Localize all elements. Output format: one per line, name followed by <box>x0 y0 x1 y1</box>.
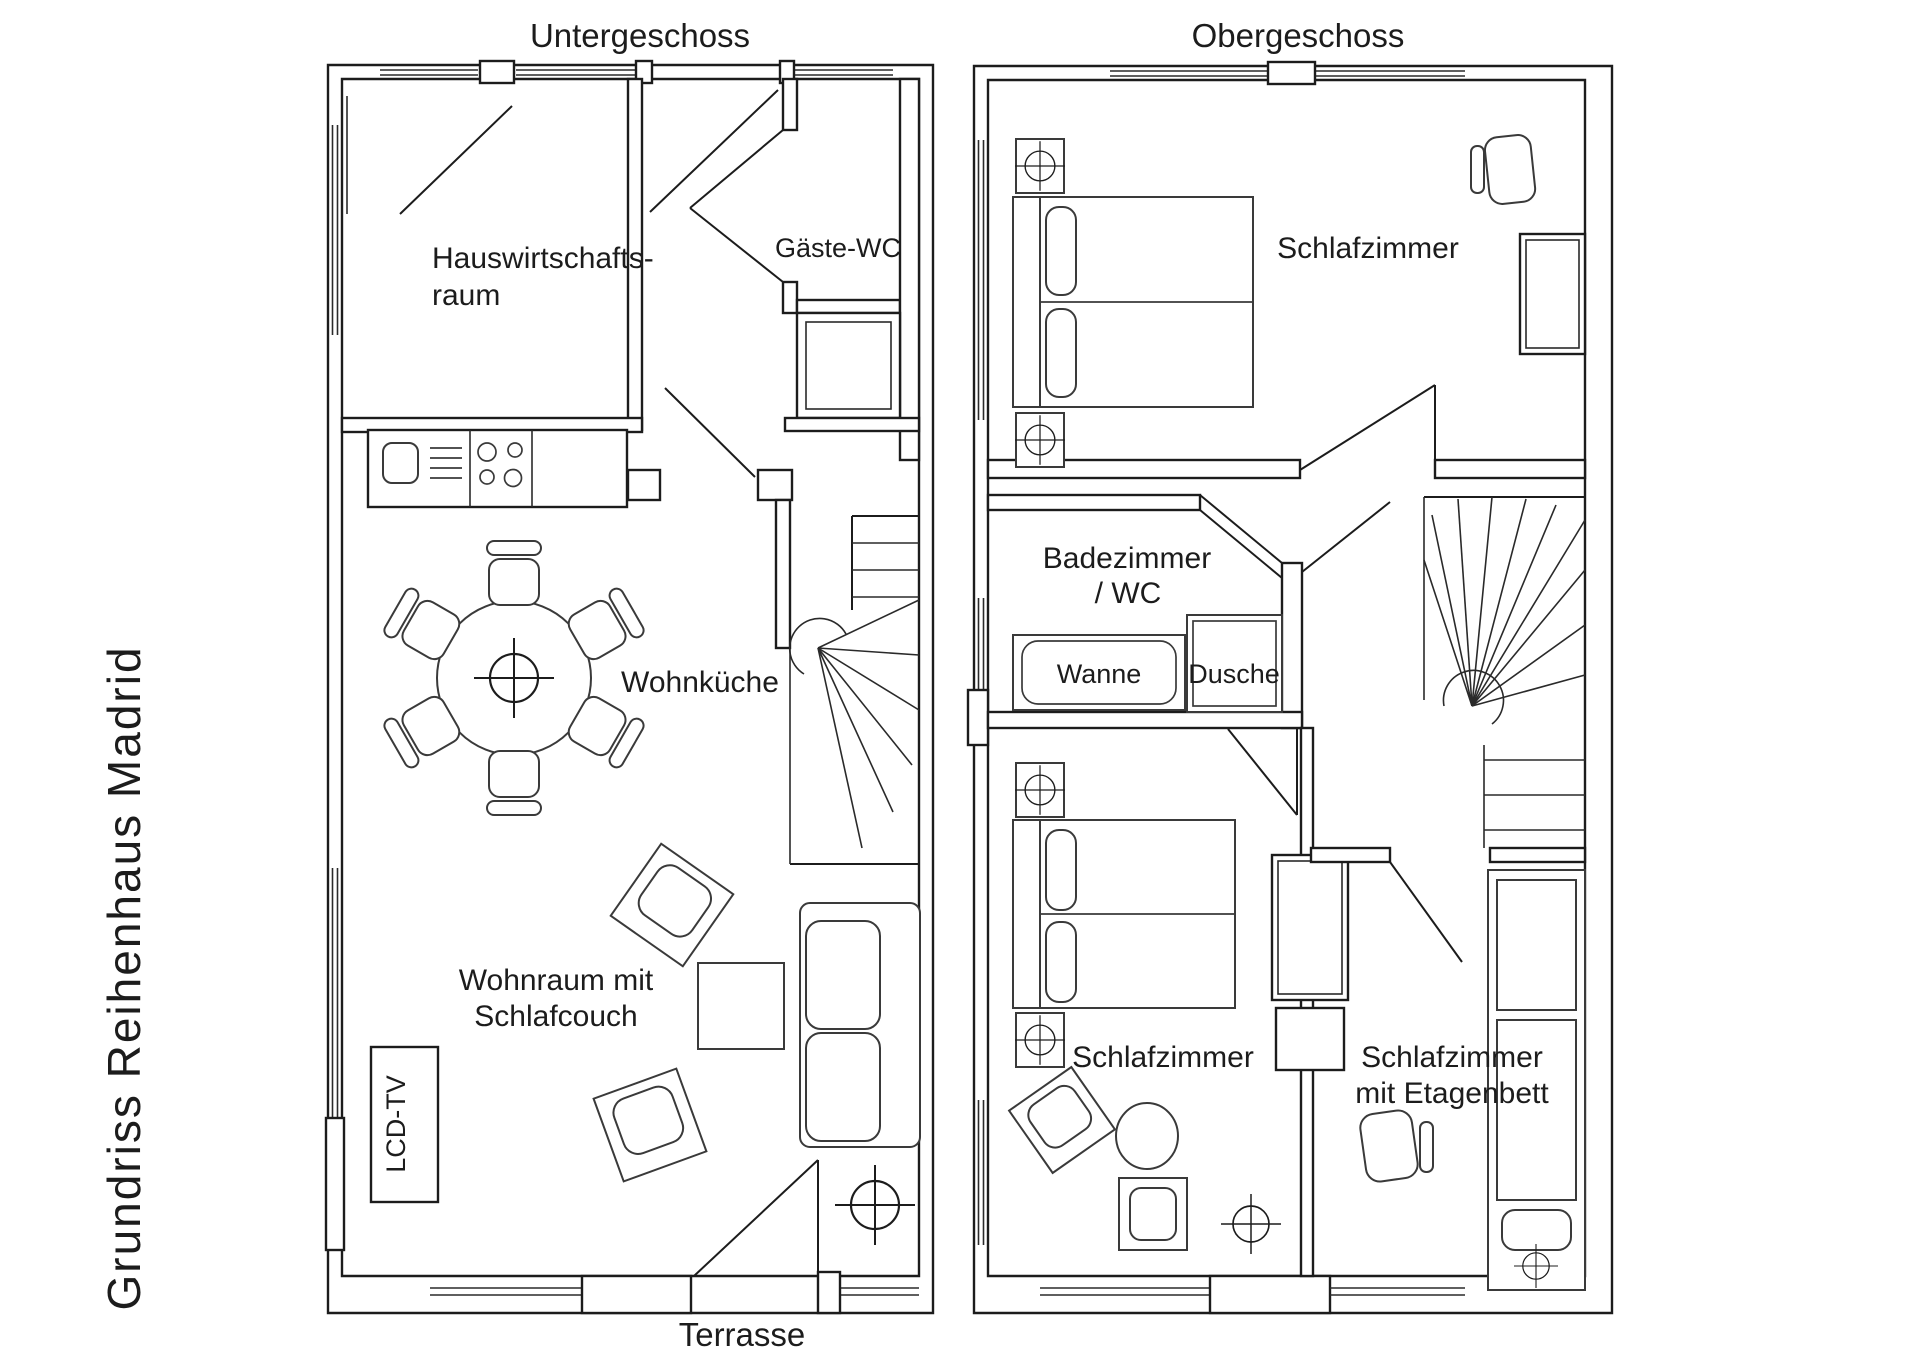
guest-wc-label: Gäste-WC <box>775 233 901 263</box>
middle-wall <box>1270 726 1350 1278</box>
entrance-door <box>649 89 779 213</box>
lower-floor-title: Untergeschoss <box>530 17 750 54</box>
sink-icon <box>382 442 419 484</box>
shower-label: Dusche <box>1188 659 1280 689</box>
upper-top-windows <box>1110 60 1465 86</box>
ceiling-lamp-icon <box>833 1163 917 1247</box>
entrance-door-icon <box>649 89 779 213</box>
drainer-icon <box>430 447 462 479</box>
terrace-label: Terrasse <box>679 1316 806 1353</box>
utility-room <box>340 77 644 434</box>
lower-top-windows <box>380 59 893 85</box>
sofa-icon <box>799 902 921 1148</box>
nightstand-icon <box>1015 1013 1065 1067</box>
bedroom-left-door-icon <box>1227 728 1298 816</box>
bedroom-top-door-icon <box>1299 384 1436 471</box>
bedroom-bunk-label-line1: Schlafzimmer <box>1361 1041 1543 1074</box>
double-bed-icon <box>1012 819 1236 1009</box>
tv-board <box>369 1045 440 1204</box>
utility-door-icon <box>399 105 513 215</box>
bunk-bed-icon <box>1487 869 1586 1291</box>
closet-icon <box>1274 1006 1346 1072</box>
nightstand-icon <box>1015 413 1065 467</box>
shower-icon <box>1186 614 1283 713</box>
kitchen-counter <box>366 428 629 509</box>
bedroom-bunk <box>1309 846 1587 1291</box>
living-room-label-line2: Schlafcouch <box>474 1000 637 1033</box>
desk-chair-icon <box>1359 1109 1434 1183</box>
lower-bottom-wall <box>430 1159 919 1315</box>
upper-bottom-wall <box>1040 1274 1465 1315</box>
lower-outer-wall <box>326 63 935 1315</box>
guest-wc-room <box>689 77 921 462</box>
side-table-icon <box>1118 1177 1188 1251</box>
bathroom-label-line2: / WC <box>1095 577 1162 610</box>
kitchen-label: Wohnküche <box>621 666 779 699</box>
ceiling-lamp-icon <box>1220 1193 1282 1255</box>
stove-icon <box>477 442 523 488</box>
bathtub-label: Wanne <box>1057 659 1142 689</box>
upper-floor-title: Obergeschoss <box>1192 17 1405 54</box>
upper-left-windows <box>966 140 990 1245</box>
double-bed-icon <box>1012 196 1254 408</box>
upper-floor-plan: Schlafzimmer Badezimmer / WC Wanne Dusch… <box>966 60 1614 1315</box>
stairs-upper <box>1423 496 1586 848</box>
stair-arc-icon <box>1442 669 1505 725</box>
bedroom-left-label: Schlafzimmer <box>1072 1041 1254 1074</box>
bedroom-top-label: Schlafzimmer <box>1277 232 1459 265</box>
wc-closet <box>795 311 902 420</box>
nightstand-icon <box>1015 763 1065 817</box>
stair-arc-icon <box>788 617 847 675</box>
bedroom-bunk-label-line2: mit Etagenbett <box>1355 1077 1549 1110</box>
tv-label: LCD-TV <box>381 1075 411 1173</box>
utility-room-label-line2: raum <box>432 279 500 312</box>
ottoman-icon <box>1115 1102 1179 1170</box>
chair-icon <box>1470 134 1537 205</box>
hall-passage <box>626 387 794 502</box>
hall-door-icon <box>664 387 756 478</box>
bunk-room-door-icon <box>1389 861 1463 963</box>
chair-icon <box>1007 1065 1117 1175</box>
bedroom-left <box>1007 728 1298 1255</box>
closet-icon <box>1270 853 1350 1002</box>
dining-table <box>380 540 648 816</box>
nightstand-icon <box>1015 139 1065 193</box>
stairs-lower <box>774 498 920 865</box>
bathroom-label-line1: Badezimmer <box>1043 542 1211 575</box>
bathtub-icon <box>1012 634 1186 711</box>
armchair-icon <box>592 1067 708 1183</box>
utility-room-label-line1: Hauswirtschafts- <box>432 242 654 275</box>
page-title: Grundriss Reihenhaus Madrid <box>98 645 150 1310</box>
terrace-door-icon <box>693 1159 819 1277</box>
bathroom-door-icon <box>1301 501 1391 573</box>
lower-left-windows <box>324 125 346 1252</box>
wc-door-icon <box>689 129 784 209</box>
living-room-label-line1: Wohnraum mit <box>459 964 654 997</box>
coffee-table-icon <box>697 962 785 1050</box>
bedroom-top <box>986 134 1587 480</box>
lower-floor-plan: Hauswirtschafts- raum <box>324 59 935 1315</box>
armchair-icon <box>609 842 735 968</box>
wardrobe-icon <box>1518 232 1587 356</box>
bathroom <box>986 493 1391 730</box>
